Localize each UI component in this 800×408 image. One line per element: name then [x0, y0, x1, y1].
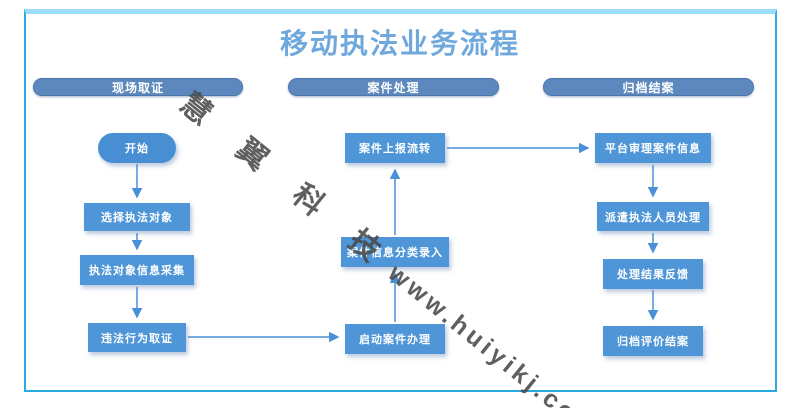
lane-header-onsite-evidence: 现场取证: [33, 78, 243, 96]
node-platform-review-case-info: 平台审理案件信息: [595, 133, 711, 163]
diagram-frame: [24, 9, 777, 392]
node-case-info-classified-entry: 案件信息分类录入: [341, 237, 449, 267]
node-start-case-handling: 启动案件办理: [345, 324, 445, 354]
node-archive-evaluate-close: 归档评价结案: [603, 326, 703, 356]
node-select-enforcement-target: 选择执法对象: [84, 203, 190, 231]
node-start: 开始: [98, 133, 176, 163]
lane-header-case-processing: 案件处理: [288, 78, 499, 96]
lane-header-archive-close: 归档结案: [543, 78, 754, 96]
node-illegal-act-evidence: 违法行为取证: [88, 323, 186, 352]
node-dispatch-officers: 派遣执法人员处理: [597, 202, 709, 231]
page-title: 移动执法业务流程: [279, 28, 520, 59]
node-collect-target-info: 执法对象信息采集: [80, 255, 194, 285]
node-case-report-flow: 案件上报流转: [345, 133, 445, 163]
node-result-feedback: 处理结果反馈: [603, 259, 703, 289]
